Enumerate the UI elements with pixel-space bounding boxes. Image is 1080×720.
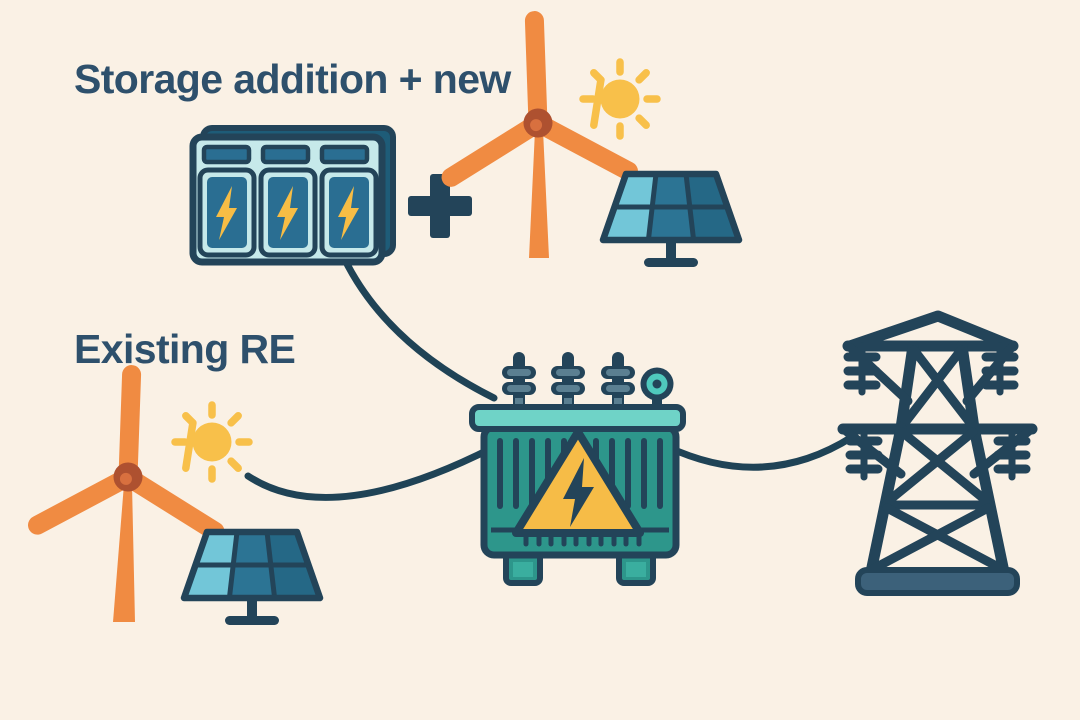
tower-insulators [843,342,1031,481]
solar-panel-existing-icon [184,532,320,625]
sun-new-icon [583,62,657,136]
wind-turbine-new-icon [437,10,642,258]
existing-re-label: Existing RE [74,326,296,372]
battery-storage-icon [189,125,396,266]
wire-battery-to-transformer [340,254,498,402]
transformer-bushings [502,352,635,410]
transformer-gauge [640,367,674,412]
battery-cells [197,167,379,258]
wind-turbine-existing-icon [24,364,229,622]
storage-addition-label: Storage addition + new [74,56,511,102]
battery-vents [201,144,370,165]
warning-bolt-icon [563,458,594,527]
lightning-bolt-icon [216,186,359,240]
sun-existing-icon [175,405,249,479]
wire-existing-re-to-transformer [244,444,496,501]
tower-base [855,567,1020,596]
plus-icon [408,174,472,238]
wire-transformer-to-tower [664,433,856,471]
solar-panel-new-icon [603,174,739,267]
transformer-lid [469,404,686,432]
transformer-icon [469,352,686,586]
transmission-tower-icon [837,310,1038,596]
